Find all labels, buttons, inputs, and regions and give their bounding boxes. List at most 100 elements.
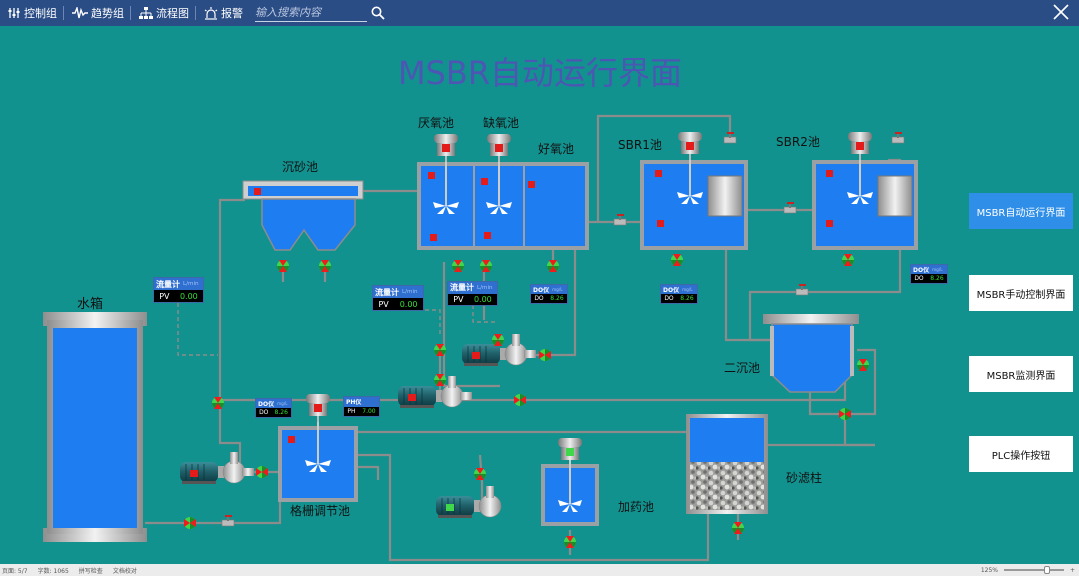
page-title: MSBR自动运行界面 [397, 54, 683, 92]
valve-sand-filter-bottom[interactable] [732, 522, 744, 534]
valve-horizontal-feed[interactable] [256, 466, 268, 478]
zoom-slider-handle[interactable] [1043, 566, 1050, 574]
valve-feed-vertical[interactable] [212, 397, 224, 409]
valve-horizontal-pump[interactable] [539, 349, 551, 361]
valve-anaerobic-bottom[interactable] [452, 260, 464, 272]
alarm-light-icon [204, 6, 218, 20]
toolbar-divider [195, 6, 196, 20]
meter-key: PV [453, 294, 464, 304]
anoxic-mixer [486, 134, 512, 214]
anoxic-label: 缺氧池 [483, 116, 520, 130]
valve-horizontal-return[interactable] [514, 394, 526, 406]
close-icon[interactable] [1053, 4, 1069, 20]
manual-valve-sbr1-top[interactable] [723, 131, 737, 144]
valve-horizontal-tank[interactable] [184, 517, 196, 529]
meter-key: DO [259, 409, 269, 416]
meter-value: 8.26 [930, 275, 944, 282]
meter-value: 8.26 [274, 409, 288, 416]
valve-grit-2[interactable] [319, 260, 331, 272]
dosing-tank-label: 加药池 [618, 500, 655, 514]
zoom-slider[interactable] [1003, 566, 1064, 574]
valve-sbr2-bottom[interactable] [842, 254, 854, 266]
meter-value: 0.00 [399, 299, 418, 309]
trend-wave-icon [72, 7, 88, 19]
grid-tank-label: 格栅调节池 [290, 504, 351, 518]
manual-valve-sbr2[interactable] [783, 201, 797, 214]
alarm-label: 报警 [221, 7, 243, 20]
valve-horizontal-clarifier[interactable] [839, 408, 851, 420]
valve-dosing-pipe[interactable] [474, 468, 486, 480]
nav-plc-button[interactable]: PLC操作按钮 [969, 436, 1073, 472]
meter-title: 流量计 [450, 283, 474, 293]
spell-check-button[interactable]: 拼写检查 [78, 567, 103, 575]
meter-value: 0.00 [473, 294, 492, 304]
meter-title: DO仪 [913, 267, 930, 274]
valve-aerobic-bottom[interactable] [547, 260, 559, 272]
manual-valve-outlet[interactable] [795, 283, 809, 296]
meter-unit: mg/L [552, 287, 563, 292]
anaerobic-mixer [433, 134, 459, 214]
valve-sbr1-bottom[interactable] [671, 254, 683, 266]
sbr2-label: SBR2池 [776, 135, 820, 149]
water-tank [43, 312, 147, 542]
manual-valve-sbr2-top[interactable] [891, 131, 905, 144]
nav-auto-run-button[interactable]: MSBR自动运行界面 [969, 193, 1073, 229]
aerobic-label: 好氧池 [538, 142, 575, 156]
valve-clarifier-side[interactable] [857, 359, 869, 371]
feed-pump[interactable] [179, 451, 255, 485]
meter-key: DO [664, 295, 674, 302]
meter-unit: L/min [477, 284, 493, 291]
meter-key: PH [347, 407, 356, 415]
search-icon[interactable] [371, 6, 385, 20]
sbr1-label: SBR1池 [618, 138, 662, 152]
hierarchy-icon [139, 7, 153, 19]
meter-title: DO仪 [533, 287, 550, 294]
nav-monitor-button[interactable]: MSBR监测界面 [969, 356, 1073, 392]
manual-valve-sbr1[interactable] [613, 213, 627, 226]
valve-return-mid[interactable] [492, 334, 504, 346]
secondary-clarifier [763, 314, 859, 393]
anaerobic-label: 厌氧池 [418, 116, 455, 130]
sbr2-mixer [847, 132, 873, 204]
meter-unit: L/min [402, 289, 418, 295]
meter-key: DO [914, 275, 924, 282]
top-toolbar: 控制组 趋势组 流程图 报警 [0, 0, 1079, 26]
alarm-button[interactable]: 报警 [204, 5, 243, 21]
valve-dosing-bottom[interactable] [564, 536, 576, 548]
meter-title: 流量计 [156, 279, 180, 289]
valve-grit-1[interactable] [277, 260, 289, 272]
valve-return-upper[interactable] [434, 344, 446, 356]
meter-unit: L/min [183, 281, 199, 287]
sand-filter [686, 414, 768, 514]
valve-return-lower[interactable] [434, 374, 446, 386]
sbr1-tank [640, 160, 748, 250]
search-input[interactable] [255, 4, 367, 22]
meter-value: 8.26 [680, 295, 694, 302]
status-bar: 页面: 5/7 字数: 1065 拼写检查 文档校对 125% + [0, 564, 1079, 576]
grit-chamber [242, 180, 364, 251]
zoom-level[interactable]: 125% [980, 566, 998, 574]
zoom-in-icon[interactable]: + [1069, 566, 1075, 574]
nav-manual-control-button[interactable]: MSBR手动控制界面 [969, 275, 1073, 311]
meter-unit: mg/L [277, 401, 288, 406]
meter-key: DO [534, 295, 544, 302]
trend-group-button[interactable]: 趋势组 [72, 5, 124, 21]
dosing-pump[interactable] [436, 486, 502, 518]
trend-group-label: 趋势组 [91, 7, 124, 20]
control-group-button[interactable]: 控制组 [8, 5, 57, 21]
sbr2-tank [812, 160, 918, 250]
manual-valve-tank[interactable] [221, 514, 235, 527]
proofread-button[interactable]: 文档校对 [112, 567, 137, 575]
flowchart-button[interactable]: 流程图 [139, 5, 189, 21]
valve-anoxic-bottom[interactable] [480, 260, 492, 272]
meter-unit: mg/L [682, 287, 693, 292]
